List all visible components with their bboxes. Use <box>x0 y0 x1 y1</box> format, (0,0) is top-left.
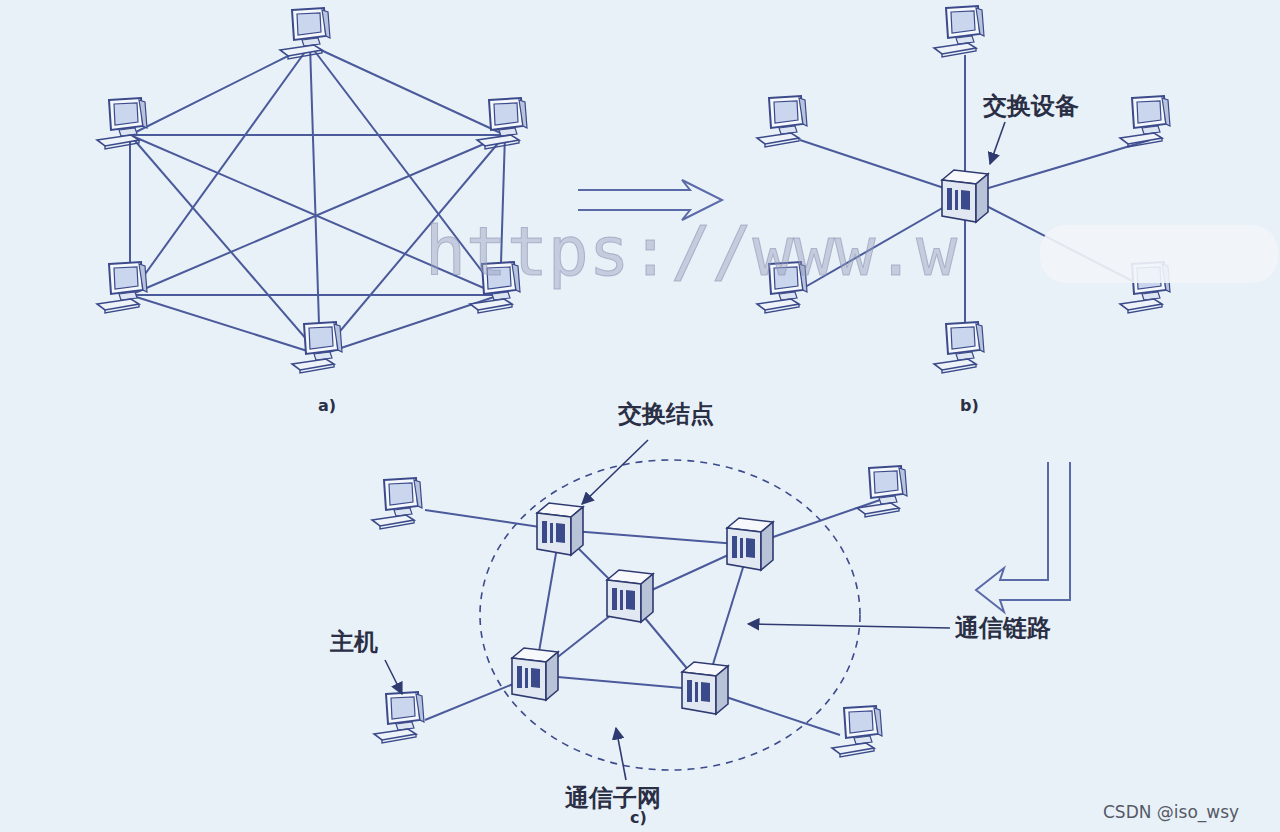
callout-label: 交换结点 <box>618 398 714 430</box>
callout-label: 通信子网 <box>565 782 661 814</box>
figure-label: b) <box>960 396 979 415</box>
figure-label: a) <box>318 396 336 415</box>
callout-label: 主机 <box>330 626 378 658</box>
callout-label: 通信链路 <box>955 612 1051 644</box>
callout-label: 交换设备 <box>983 90 1079 122</box>
watermark-text: https://www.w <box>425 212 957 291</box>
watermark-text: CSDN @iso_wsy <box>1103 802 1239 822</box>
